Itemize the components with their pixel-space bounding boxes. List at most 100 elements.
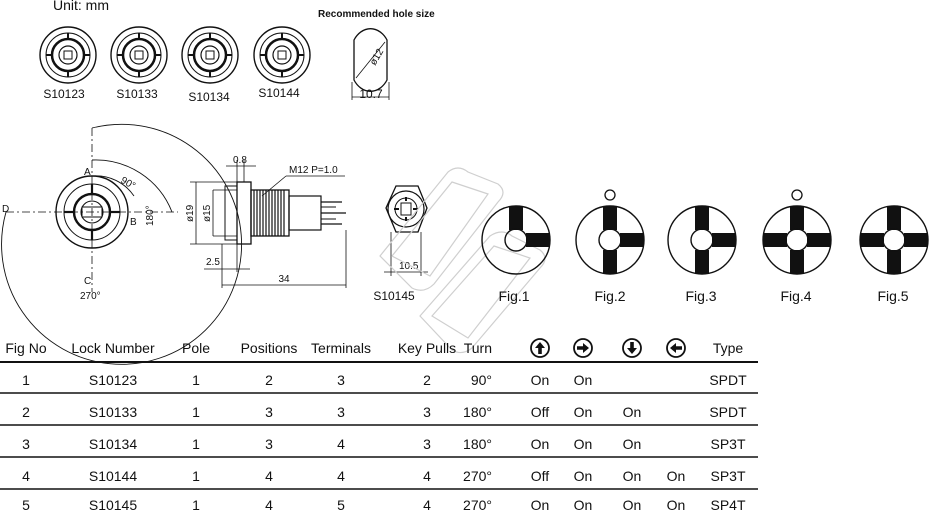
table-cell: SP3T: [710, 468, 745, 484]
table-cell: On: [574, 436, 593, 452]
header-fig-no: Fig No: [5, 340, 46, 356]
table-cell: 1: [192, 436, 200, 452]
rear-part-label: S10145: [373, 289, 415, 303]
table-cell: 2: [265, 372, 273, 388]
table-cell: 3: [265, 404, 273, 420]
position-c: C: [84, 276, 91, 287]
table-cell: 270°: [463, 468, 492, 484]
table-row: 4 S10144 1 4 4 4 270° Off On On On SP3T: [22, 468, 746, 484]
figure-3: [667, 205, 737, 275]
front-view-label-1: S10123: [43, 87, 85, 101]
table-cell: S10145: [89, 497, 137, 512]
watermark-logo: [379, 167, 546, 354]
table-cell: SP4T: [710, 497, 745, 512]
figure-4: [762, 189, 832, 275]
table-cell: 5: [337, 497, 345, 512]
table-cell: 1: [192, 468, 200, 484]
table-cell: Off: [531, 404, 550, 420]
table-cell: 2: [22, 404, 30, 420]
table-cell: SPDT: [709, 404, 747, 420]
header-pole: Pole: [182, 340, 210, 356]
figure-label-5: Fig.5: [877, 288, 908, 304]
table-cell: 4: [337, 436, 345, 452]
table-cell: On: [574, 372, 593, 388]
angle-180-label: 180°: [145, 205, 156, 226]
table-cell: 3: [22, 436, 30, 452]
front-view-1: [39, 26, 97, 84]
table-cell: 4: [337, 468, 345, 484]
table-cell: 1: [192, 497, 200, 512]
front-views: S10123 S10133 S10134 S10144: [39, 26, 311, 104]
diameter-19-label: ø19: [185, 204, 196, 222]
table-cell: 5: [22, 497, 30, 512]
table-cell: On: [623, 404, 642, 420]
table-cell: 3: [337, 404, 345, 420]
table-cell: 90°: [471, 372, 492, 388]
table-cell: On: [667, 497, 686, 512]
table-row: 2 S10133 1 3 3 3 180° Off On On SPDT: [22, 404, 747, 420]
thread-label: M12 P=1.0: [289, 165, 338, 176]
front-view-label-3: S10134: [188, 90, 230, 104]
table-cell: 4: [423, 468, 431, 484]
table-cell: On: [623, 497, 642, 512]
header-positions: Positions: [241, 340, 298, 356]
table-cell: On: [623, 436, 642, 452]
diameter-15-label: ø15: [202, 204, 213, 222]
table-cell: S10133: [89, 404, 137, 420]
table-cell: 4: [265, 497, 273, 512]
table-cell: 3: [423, 404, 431, 420]
figure-1: [481, 205, 551, 275]
table-cell: 4: [22, 468, 30, 484]
table-cell: 3: [337, 372, 345, 388]
table-cell: 180°: [463, 436, 492, 452]
arrow-right-icon: [573, 338, 593, 358]
table-cell: S10144: [89, 468, 137, 484]
header-key-pulls: Key Pulls: [398, 340, 456, 356]
table-cell: 3: [423, 436, 431, 452]
hole-diameter-label: ø12: [368, 47, 386, 68]
table-cell: 270°: [463, 497, 492, 512]
figure-5: [859, 205, 929, 275]
rear-width-label: 10.5: [399, 261, 419, 272]
header-lock-number: Lock Number: [71, 340, 155, 356]
table-cell: S10123: [89, 372, 137, 388]
thread-hatching: [253, 190, 285, 236]
table-cell: On: [667, 468, 686, 484]
table-cell: On: [623, 468, 642, 484]
length-label: 34: [278, 274, 290, 285]
table-cell: On: [531, 436, 550, 452]
table-rules: [0, 361, 758, 490]
arrow-up-icon: [530, 338, 550, 358]
table-cell: S10134: [89, 436, 137, 452]
table-cell: 180°: [463, 404, 492, 420]
table-cell: On: [574, 468, 593, 484]
figure-label-3: Fig.3: [685, 288, 716, 304]
angle-270-label: 270°: [80, 291, 101, 302]
hole-flat-label: 10.7: [359, 87, 383, 101]
unit-label: Unit: mm: [53, 0, 109, 13]
position-d: D: [2, 204, 9, 215]
hole-title: Recommended hole size: [318, 9, 435, 20]
header-turn: Turn: [464, 340, 492, 356]
header-terminals: Terminals: [311, 340, 371, 356]
table-cell: On: [531, 372, 550, 388]
table-cell: On: [574, 404, 593, 420]
arrow-left-icon: [666, 338, 686, 358]
front-view-4: [253, 26, 311, 84]
table-cell: 3: [265, 436, 273, 452]
table-arrow-icons: [530, 338, 686, 358]
figure-label-4: Fig.4: [780, 288, 811, 304]
header-type: Type: [713, 340, 744, 356]
table-cell: 1: [192, 372, 200, 388]
rotation-diagram: A B C D 90° 180° 270°: [1, 123, 243, 365]
side-view: ø19 ø15 0.8 M12 P=1.0 2.5 34: [185, 155, 347, 288]
table-cell: 1: [192, 404, 200, 420]
table-cell: Off: [531, 468, 550, 484]
front-view-2: [110, 26, 168, 84]
table-cell: 4: [265, 468, 273, 484]
